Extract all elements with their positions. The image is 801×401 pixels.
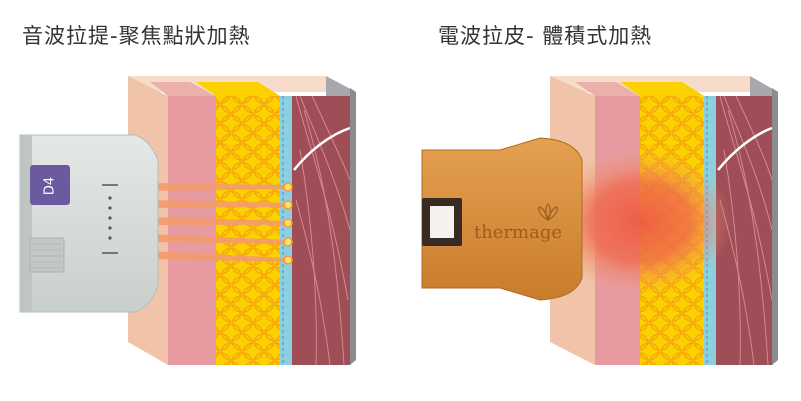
ultrasound-beams: [150, 183, 288, 262]
left-fascia-layer: [280, 96, 292, 365]
lotus-icon: [538, 203, 558, 222]
rf-heat-zone: [548, 150, 732, 294]
rf-brand-label: thermage: [474, 222, 562, 243]
left-dermis-layer: [168, 96, 216, 365]
ultrasound-cartridge-badge: [30, 165, 70, 205]
left-fat-layer: [216, 96, 280, 365]
ultrasound-handpiece: D4: [19, 134, 159, 313]
right-panel-title: 電波拉皮- 體積式加熱: [438, 24, 653, 48]
focal-points: [283, 182, 293, 265]
left-panel-title: 音波拉提-聚焦點狀加熱: [22, 24, 251, 48]
ultrasound-cartridge-label: D4: [43, 177, 58, 195]
rf-handpiece: thermage: [421, 137, 583, 301]
